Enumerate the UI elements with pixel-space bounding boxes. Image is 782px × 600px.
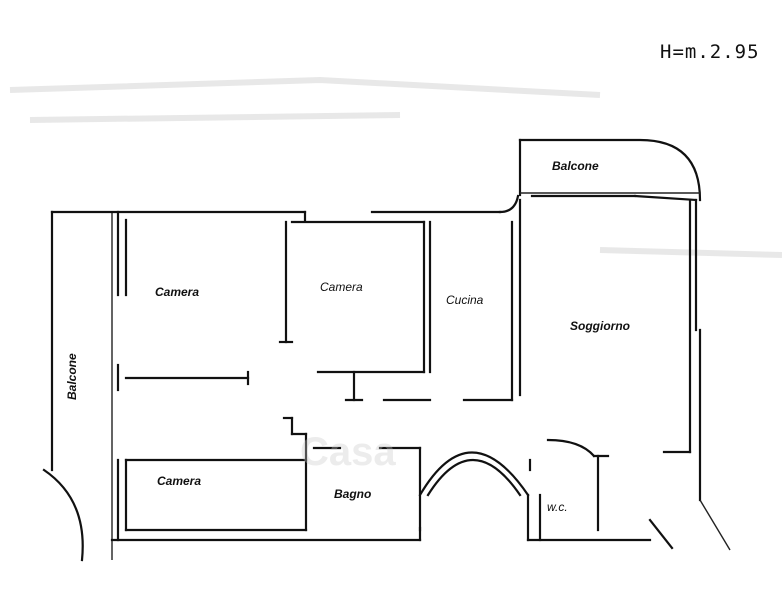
room-label-wc: w.c.	[547, 500, 568, 514]
outer-walls	[50, 194, 731, 551]
ceiling-height-note: H=m.2.95	[660, 41, 760, 63]
room-label-balcone-left: Balcone	[65, 353, 79, 400]
room-label-camera-1: Camera	[155, 285, 199, 299]
room-label-cucina: Cucina	[446, 293, 484, 307]
room-label-balcone-top: Balcone	[552, 159, 599, 173]
balcony-top	[518, 138, 702, 202]
room-label-camera-3: Camera	[157, 474, 201, 488]
balcony-left	[42, 210, 113, 562]
room-label-camera-2: Camera	[320, 280, 363, 294]
watermark: Casa	[300, 430, 396, 474]
room-label-bagno: Bagno	[334, 487, 371, 501]
interior-walls	[124, 198, 692, 542]
room-label-soggiorno: Soggiorno	[570, 319, 630, 333]
